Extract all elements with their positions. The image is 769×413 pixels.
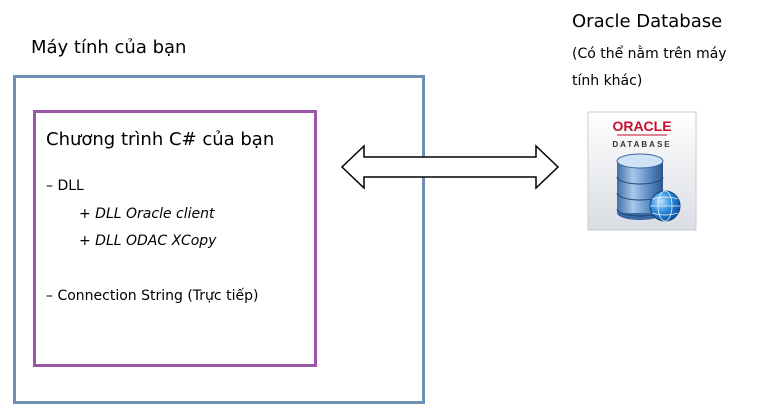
item-dll-odac-xcopy: + DLL ODAC XCopy bbox=[79, 233, 217, 249]
oracle-brand-text: ORACLE bbox=[612, 118, 671, 134]
computer-box bbox=[13, 75, 425, 404]
database-brand-text: DATABASE bbox=[612, 140, 671, 149]
item-dll-oracle-client: + DLL Oracle client bbox=[79, 206, 215, 222]
database-note-line2: tính khác) bbox=[572, 73, 643, 89]
globe-icon bbox=[649, 190, 681, 222]
database-note-line1: (Có thể nằm trên máy bbox=[572, 46, 727, 62]
database-cylinder-icon bbox=[616, 153, 664, 220]
program-box bbox=[33, 110, 317, 367]
computer-label: Máy tính của bạn bbox=[31, 37, 187, 58]
oracle-database-logo: ORACLE DATABASE bbox=[587, 111, 697, 231]
database-title: Oracle Database bbox=[572, 11, 723, 32]
item-dll: – DLL bbox=[46, 178, 84, 194]
item-connection-string: – Connection String (Trực tiếp) bbox=[46, 288, 259, 304]
bidirectional-arrow-icon bbox=[340, 144, 560, 190]
program-title: Chương trình C# của bạn bbox=[46, 129, 275, 150]
